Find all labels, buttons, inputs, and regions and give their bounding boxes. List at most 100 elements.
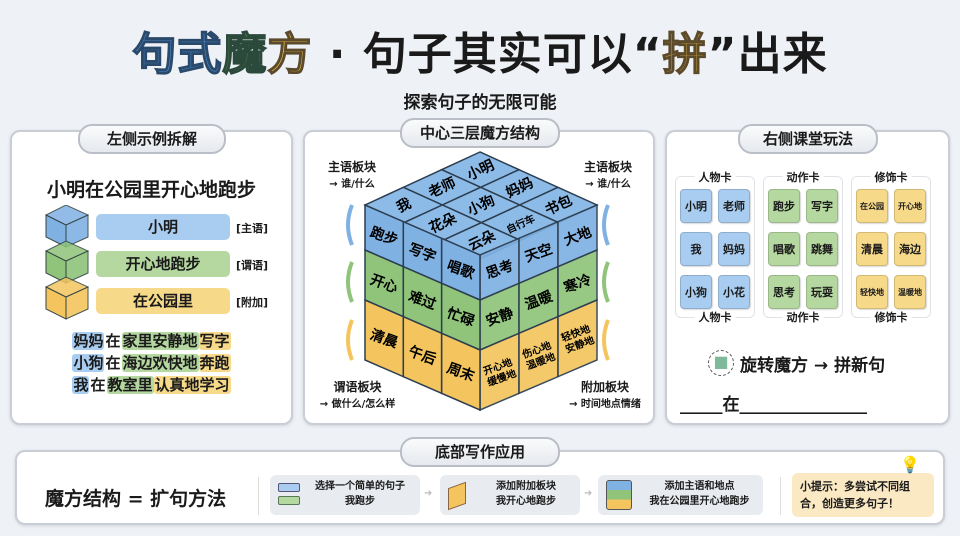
bottom-panel-title: 底部写作应用 <box>400 437 560 467</box>
step-2-example: 我开心地跑步 <box>496 496 556 507</box>
word-card[interactable]: 玩耍 <box>806 275 838 309</box>
label-top-left: 主语板块→ 谁/什么 <box>327 160 376 190</box>
green-block-icon <box>278 496 300 505</box>
word-card[interactable]: 跳舞 <box>806 232 838 266</box>
example-segment: 我 <box>72 376 90 394</box>
label-bottom-right: 附加板块→ 时间地点情绪 <box>569 380 641 410</box>
group-footer: 修饰卡 <box>870 309 912 325</box>
part-bar-yellow: 在公园里 <box>96 288 230 314</box>
word-card[interactable]: 老师 <box>718 189 750 223</box>
fill-blank-template: _____在_______________ <box>680 395 867 415</box>
word-card[interactable]: 妈妈 <box>718 232 750 266</box>
word-card[interactable]: 温暖地 <box>894 275 926 309</box>
word-card[interactable]: 小明 <box>680 189 712 223</box>
subtitle: 探索句子的无限可能 <box>403 93 557 113</box>
center-panel-title: 中心三层魔方结构 <box>400 118 560 148</box>
mini-cube-cube_green <box>44 240 90 284</box>
title-part: 魔 <box>222 28 268 81</box>
card-group-blue: 人物卡人物卡小明老师我妈妈小狗小花 <box>675 169 755 325</box>
three-layer-cube-icon <box>606 480 632 510</box>
step-1-example: 我跑步 <box>345 496 375 507</box>
rotate-arrow-icon <box>602 204 610 246</box>
example-segment: 在 <box>105 354 121 372</box>
yellow-cube-plus-icon <box>448 481 466 511</box>
divider <box>258 477 259 515</box>
example-segment: 妈妈 <box>72 332 105 350</box>
word-card[interactable]: 小狗 <box>680 275 712 309</box>
rotate-arrow-icon <box>346 319 354 361</box>
word-card[interactable]: 小花 <box>718 275 750 309</box>
arrow-icon: ➜ <box>584 488 593 499</box>
label-top-right: 主语板块→ 谁/什么 <box>583 160 632 190</box>
card-group-green: 动作卡动作卡跑步写字唱歌跳舞思考玩耍 <box>763 169 843 325</box>
left-panel-title: 左侧示例拆解 <box>78 124 226 154</box>
group-title: 人物卡 <box>694 169 736 185</box>
title-part: · 句子其实可以“ <box>312 29 663 80</box>
main-title: 句式魔方 · 句子其实可以“拼”出来 <box>0 18 960 82</box>
example-sentence: 小明在公园里开心地跑步 <box>46 179 256 201</box>
word-card[interactable]: 清晨 <box>856 232 888 266</box>
formula: 魔方结构 = 扩句方法 <box>45 488 227 510</box>
step-3-line1: 添加主语和地点 <box>664 481 735 492</box>
example-segment: 海边欢快地 <box>121 354 199 372</box>
rotating-cube-icon: ■ <box>708 350 734 376</box>
example-segment: 教室里 <box>106 376 154 394</box>
lightbulb-icon: 💡 <box>900 455 920 474</box>
step-2: 添加附加板块我开心地跑步 <box>440 475 580 515</box>
rotate-arrow-icon <box>346 204 354 246</box>
rotate-text: 旋转魔方 → 拼新句 <box>740 355 886 376</box>
part-tag: [谓语] <box>236 259 269 272</box>
part-bar-blue: 小明 <box>96 214 230 240</box>
group-footer: 人物卡 <box>694 309 736 325</box>
title-part: 方 <box>267 28 313 81</box>
group-title: 修饰卡 <box>870 169 912 185</box>
word-card[interactable]: 唱歌 <box>768 232 800 266</box>
arrow-icon: ➜ <box>424 488 433 499</box>
word-card[interactable]: 轻快地 <box>856 275 888 309</box>
blue-block-icon <box>278 483 300 492</box>
word-card[interactable]: 写字 <box>806 189 838 223</box>
word-card[interactable]: 开心地 <box>894 189 926 223</box>
mini-cube-cube_yellow <box>44 276 90 320</box>
title-part: 拼 <box>662 28 708 81</box>
step-1-line1: 选择一个简单的句子 <box>315 481 405 492</box>
right-panel-title: 右侧课堂玩法 <box>738 124 878 154</box>
word-card[interactable]: 海边 <box>894 232 926 266</box>
title-part: ”出来 <box>707 29 828 80</box>
word-card[interactable]: 跑步 <box>768 189 800 223</box>
rotate-arrow-icon <box>602 319 610 361</box>
rotate-arrow-icon <box>346 261 354 303</box>
example-segment: 奔跑 <box>198 354 231 372</box>
part-tag: [主语] <box>236 222 269 235</box>
example-line: 妈妈在家里安静地写字 <box>10 330 293 352</box>
group-title: 动作卡 <box>782 169 824 185</box>
group-footer: 动作卡 <box>782 309 824 325</box>
title-part: 式 <box>177 28 223 81</box>
rotate-hint: ■ 旋转魔方 → 拼新句 <box>708 350 885 376</box>
card-group-yellow: 修饰卡修饰卡在公园开心地清晨海边轻快地温暖地 <box>851 169 931 325</box>
step-1: 选择一个简单的句子我跑步 <box>270 475 420 515</box>
example-segment: 小狗 <box>72 354 105 372</box>
example-segment: 写字 <box>198 332 231 350</box>
part-tag: [附加] <box>236 296 269 309</box>
step-3: 添加主语和地点我在公园里开心地跑步 <box>598 475 763 515</box>
step-3-example: 我在公园里开心地跑步 <box>649 496 750 507</box>
label-bottom-left: 谓语板块→ 做什么/怎么样 <box>319 380 396 410</box>
example-segment: 在 <box>90 376 106 394</box>
layer-cubes-illustration <box>44 205 90 320</box>
example-line: 小狗在海边欢快地奔跑 <box>10 352 293 374</box>
title-part: 句 <box>132 28 178 81</box>
step-2-line1: 添加附加板块 <box>496 481 556 492</box>
word-card[interactable]: 思考 <box>768 275 800 309</box>
example-segment: 在 <box>105 332 121 350</box>
rotate-arrow-icon <box>602 261 610 303</box>
cube-right-cell <box>557 298 598 378</box>
divider <box>780 477 781 515</box>
example-segment: 认真地学习 <box>153 376 231 394</box>
example-segment: 家里安静地 <box>121 332 199 350</box>
tip-box: 小提示：多尝试不同组合，创造更多句子！ <box>792 473 934 517</box>
part-bar-green: 开心地跑步 <box>96 251 230 277</box>
word-card[interactable]: 在公园 <box>856 189 888 223</box>
word-card[interactable]: 我 <box>680 232 712 266</box>
